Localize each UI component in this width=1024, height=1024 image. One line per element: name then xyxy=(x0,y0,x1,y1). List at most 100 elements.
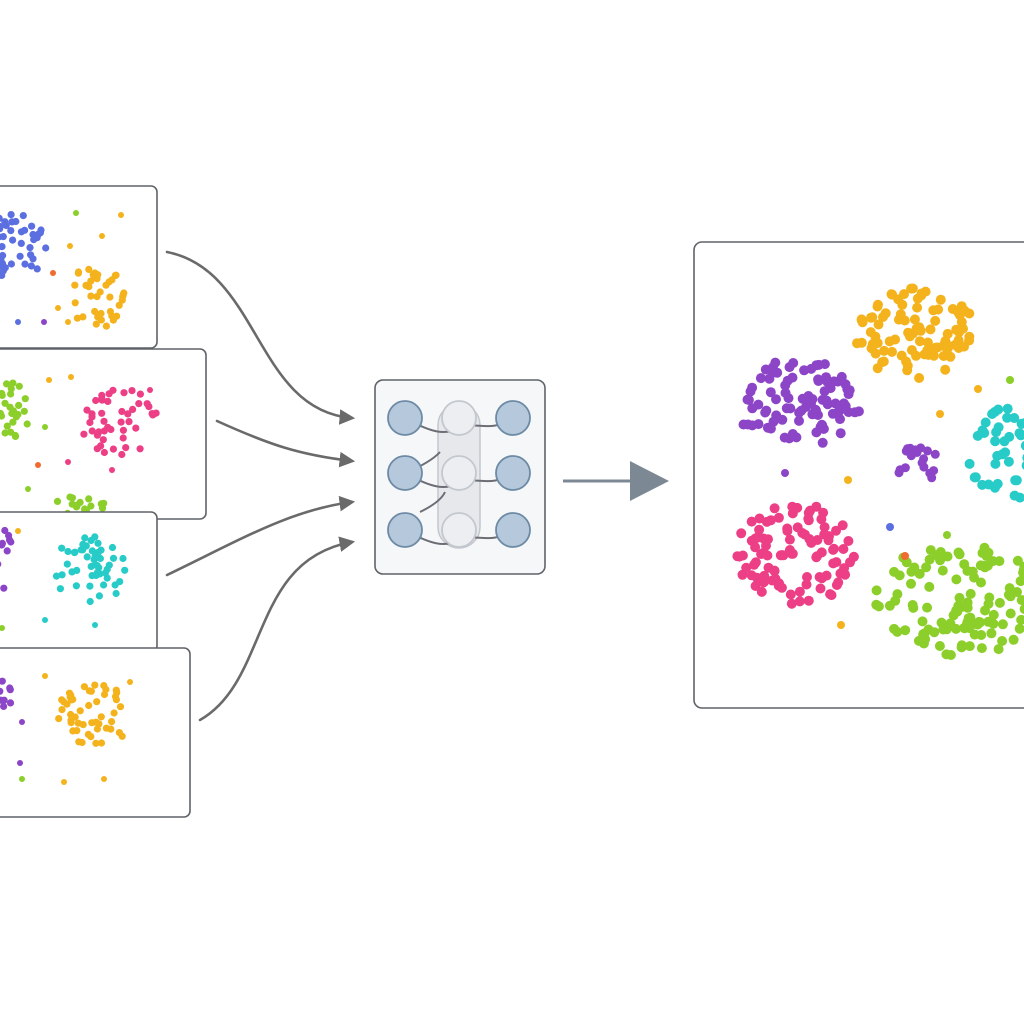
yellow-cluster-dot xyxy=(75,738,83,746)
green-cluster-dot xyxy=(976,577,986,588)
green-cluster-dot xyxy=(3,380,11,388)
cyan-cluster-dot xyxy=(119,554,127,563)
model-nodes xyxy=(387,400,531,548)
pink-cluster-dot xyxy=(838,544,849,554)
green-cluster-dot xyxy=(983,598,994,609)
scatter-dot xyxy=(42,424,48,430)
green-cluster-dot xyxy=(20,407,28,415)
yellow-cluster-dot xyxy=(879,345,890,356)
cyan-cluster-dot xyxy=(94,548,102,556)
yellow-cluster-dot xyxy=(108,312,116,320)
yellow-cluster-dot xyxy=(935,294,946,305)
blue-cluster-dot xyxy=(21,260,29,268)
green-cluster-dot xyxy=(983,616,994,627)
green-cluster-dot xyxy=(85,495,93,503)
yellow-cluster-dot xyxy=(120,289,128,297)
output-arrow xyxy=(563,461,669,501)
green-cluster-dot xyxy=(3,422,11,430)
cyan-cluster-dot xyxy=(63,560,71,568)
pink-cluster-dot xyxy=(794,596,805,607)
purple-cluster-dot xyxy=(819,359,830,370)
purple-cluster-dot xyxy=(0,584,8,592)
purple-cluster-dot xyxy=(840,379,851,390)
cyan-cluster-dot xyxy=(1020,441,1024,451)
purple-cluster-dot xyxy=(761,405,772,416)
yellow-cluster-dot xyxy=(82,281,90,289)
cyan-cluster-dot xyxy=(993,404,1004,415)
cyan-cluster-dot xyxy=(83,553,91,561)
pink-cluster-dot xyxy=(124,410,132,418)
cyan-cluster-dot xyxy=(1016,430,1024,441)
green-cluster-dot xyxy=(23,420,31,428)
yellow-cluster-dot xyxy=(856,315,867,326)
purple-cluster-dot xyxy=(835,414,845,425)
pink-cluster-dot xyxy=(782,526,793,536)
cyan-cluster-dot xyxy=(116,578,124,586)
yellow-cluster-dot xyxy=(63,700,71,708)
pink-cluster-dot xyxy=(95,428,103,436)
green-cluster-dot xyxy=(937,565,948,576)
model-edge xyxy=(419,491,446,513)
purple-cluster-dot xyxy=(799,365,810,376)
purple-cluster-dot xyxy=(747,403,758,414)
pink-cluster-dot xyxy=(100,448,108,457)
green-cluster-dot xyxy=(972,619,983,630)
yellow-cluster-dot xyxy=(893,294,904,305)
purple-cluster-dot xyxy=(819,386,830,397)
yellow-cluster-dot xyxy=(866,312,876,323)
yellow-cluster-dot xyxy=(87,733,95,741)
cyan-cluster-dot xyxy=(993,422,1004,433)
green-cluster-dot xyxy=(935,547,946,557)
green-cluster-dot xyxy=(1019,604,1024,614)
pink-cluster-dot xyxy=(104,397,112,405)
yellow-cluster-dot xyxy=(74,269,82,277)
green-cluster-dot xyxy=(969,572,980,583)
cyan-cluster-dot xyxy=(112,589,120,598)
pink-cluster-dot xyxy=(741,562,752,573)
pink-cluster-dot xyxy=(769,565,780,576)
green-cluster-dot xyxy=(938,624,949,635)
pink-cluster-dot xyxy=(119,434,127,442)
purple-cluster-dot xyxy=(901,446,911,456)
cyan-cluster-dot xyxy=(964,458,975,469)
input-panel-3 xyxy=(0,511,158,653)
purple-cluster-dot xyxy=(834,405,845,416)
cyan-cluster-dot xyxy=(980,417,991,428)
scatter-dot xyxy=(17,760,23,766)
yellow-cluster-dot xyxy=(71,281,79,289)
purple-cluster-dot xyxy=(0,702,8,711)
pink-cluster-dot xyxy=(750,557,761,568)
pink-cluster-dot xyxy=(828,558,839,569)
cyan-cluster-dot xyxy=(95,592,103,600)
yellow-cluster-dot xyxy=(872,301,883,312)
purple-cluster-dot xyxy=(930,449,940,459)
scatter-dot xyxy=(15,319,21,325)
green-cluster-dot xyxy=(1012,555,1023,566)
green-cluster-dot xyxy=(906,578,916,589)
yellow-cluster-dot xyxy=(911,350,921,361)
green-cluster-dot xyxy=(873,601,884,612)
yellow-cluster-dot xyxy=(97,309,105,318)
yellow-cluster-dot xyxy=(80,683,88,691)
pink-cluster-dot xyxy=(792,502,803,513)
cyan-cluster-dot xyxy=(1021,461,1024,470)
green-cluster-dot xyxy=(951,605,962,616)
scatter-dot xyxy=(19,776,25,782)
scatter-dot xyxy=(109,467,115,473)
green-cluster-dot xyxy=(1005,608,1016,619)
pink-cluster-dot xyxy=(80,430,88,438)
purple-cluster-dot xyxy=(911,445,921,455)
cyan-cluster-dot xyxy=(970,472,981,483)
yellow-cluster-dot xyxy=(902,365,913,376)
input-arrow-1 xyxy=(165,250,356,425)
pink-cluster-dot xyxy=(125,418,133,426)
yellow-cluster-dot xyxy=(922,337,933,348)
cyan-cluster-dot xyxy=(52,572,61,580)
yellow-cluster-dot xyxy=(954,327,965,338)
green-cluster-dot xyxy=(907,600,918,610)
pink-cluster-dot xyxy=(802,572,812,582)
green-cluster-dot xyxy=(68,500,76,508)
cyan-cluster-dot xyxy=(87,562,95,571)
blue-cluster-dot xyxy=(0,243,6,251)
yellow-cluster-dot xyxy=(870,331,881,342)
